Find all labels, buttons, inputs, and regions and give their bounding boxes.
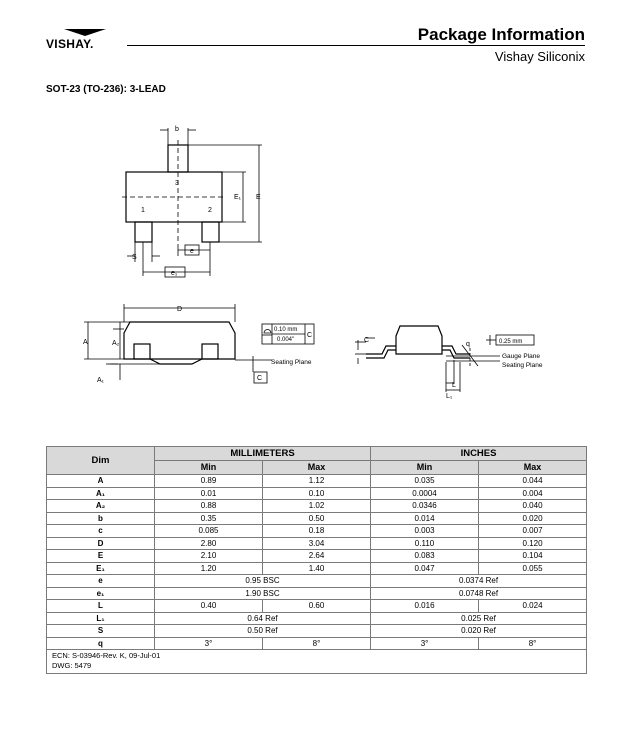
label-L: L [452, 382, 456, 389]
seating-plane-label: Seating Plane [271, 359, 312, 366]
page-title: Package Information [417, 25, 585, 44]
gauge-plane-label: Gauge Plane [502, 353, 540, 360]
package-title: SOT-23 (TO-236): 3-LEAD [46, 84, 166, 95]
logo-text: VISHAY. [46, 37, 94, 51]
label-L1: L₁ [446, 393, 453, 400]
label-pin-1: 1 [141, 207, 145, 214]
lead-1 [134, 221, 153, 243]
fcf-mm: 0.10 mm [274, 327, 297, 333]
subheader-mm-min: Min [154, 460, 263, 475]
end-seating-plane-label: Seating Plane [502, 362, 543, 369]
dimensions-table: Dim MILLIMETERS INCHES Min Max Min Max A… [45, 446, 588, 674]
label-pin-2: 2 [208, 207, 212, 214]
ecn-row: ECN: S-03946-Rev. K, 09-Jul-01 DWG: 5479 [45, 649, 588, 674]
dwg-text: DWG: 5479 [52, 661, 92, 670]
label-e1: e₁ [171, 270, 178, 277]
header-rule [127, 45, 585, 46]
label-E: E [256, 194, 261, 201]
group-millimeters: MILLIMETERS [153, 446, 372, 461]
label-A1: A₁ [97, 377, 105, 384]
subheader-in-max: Max [478, 460, 588, 475]
datum-c: C [257, 375, 262, 382]
dim-header: Dim [46, 446, 155, 475]
fcf-inch: 0.004" [277, 337, 294, 343]
subheader-in-min: Min [370, 460, 480, 475]
fcf-datum: C [307, 332, 312, 339]
label-e: e [190, 248, 194, 255]
lead-2 [201, 221, 220, 243]
package-drawing: b 3 1 2 E₁ E e e₁ S D A A₂ A₁ [83, 126, 543, 400]
vishay-logo: VISHAY. [46, 29, 124, 53]
label-A: A [83, 339, 88, 346]
end-box-dim: 0.25 mm [499, 339, 522, 345]
label-E1: E₁ [234, 194, 242, 201]
label-A2: A₂ [112, 340, 120, 347]
subheader-mm-max: Max [261, 460, 372, 475]
label-q: q [466, 341, 470, 348]
end-view [355, 325, 535, 392]
top-view [122, 128, 262, 276]
group-inches: INCHES [370, 446, 588, 461]
label-S: S [132, 254, 137, 261]
end-label-C: C [364, 337, 369, 344]
end-body [395, 325, 443, 355]
page-subtitle: Vishay Siliconix [494, 49, 585, 64]
side-view [84, 304, 315, 384]
label-D: D [177, 306, 182, 313]
ecn-text: ECN: S-03946-Rev. K, 09-Jul-01 [52, 651, 161, 660]
label-b: b [175, 126, 179, 133]
label-pin-3: 3 [175, 180, 179, 187]
logo-triangle-icon [64, 29, 106, 36]
